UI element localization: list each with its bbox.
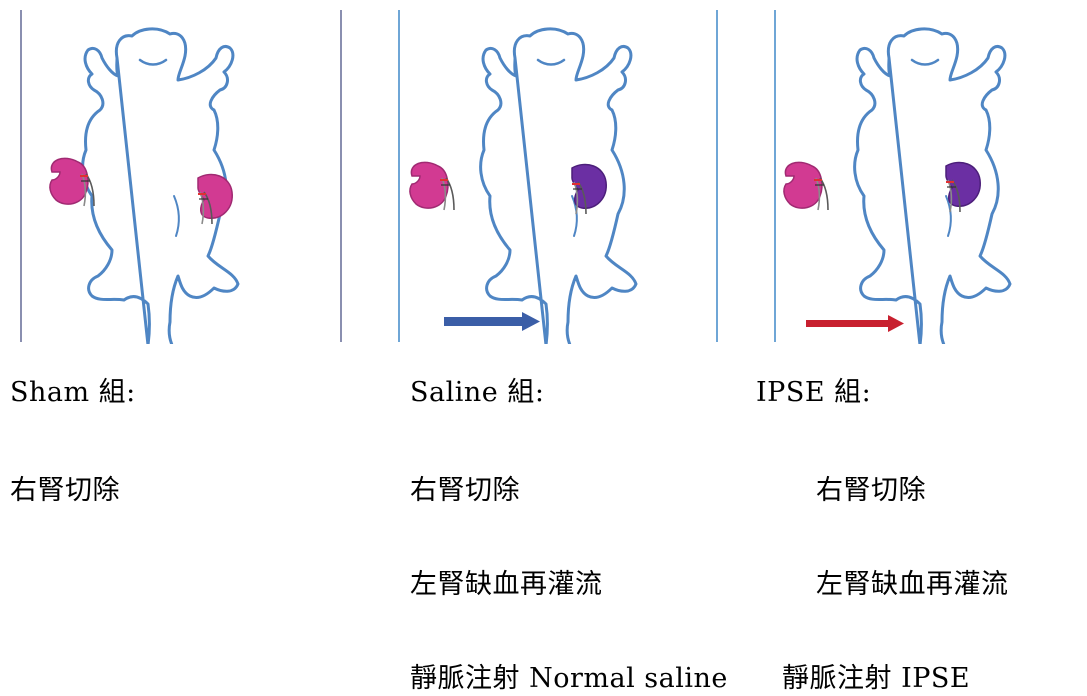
removed-right-kidney-icon (784, 162, 828, 210)
sham-group-title: Sham 組: (10, 376, 136, 410)
ipse-step-1: 右腎切除 (816, 474, 926, 508)
ipse-group-title: IPSE 組: (756, 376, 871, 410)
saline-step-3: 靜脈注射 Normal saline (410, 662, 728, 696)
saline-step-1: 右腎切除 (410, 474, 520, 508)
red-arrow-icon (806, 315, 904, 332)
sham-step-1: 右腎切除 (10, 474, 120, 508)
left-kidney-icon (198, 174, 232, 224)
removed-right-kidney-icon (50, 158, 94, 206)
saline-group-title: Saline 組: (410, 376, 544, 410)
removed-right-kidney-icon (410, 162, 454, 210)
ischemic-left-kidney-icon (572, 164, 606, 214)
ipse-step-2: 左腎缺血再灌流 (816, 568, 1009, 602)
divider-line (716, 10, 718, 342)
ipse-mouse-diagram (776, 8, 1087, 344)
sham-mouse-diagram (22, 8, 338, 344)
ischemic-left-kidney-icon (946, 162, 980, 212)
saline-mouse-diagram (400, 8, 716, 344)
saline-step-2: 左腎缺血再灌流 (410, 568, 603, 602)
ipse-step-3: 靜脈注射 IPSE (782, 662, 970, 696)
divider-line (340, 10, 342, 342)
blue-arrow-icon (444, 312, 540, 331)
